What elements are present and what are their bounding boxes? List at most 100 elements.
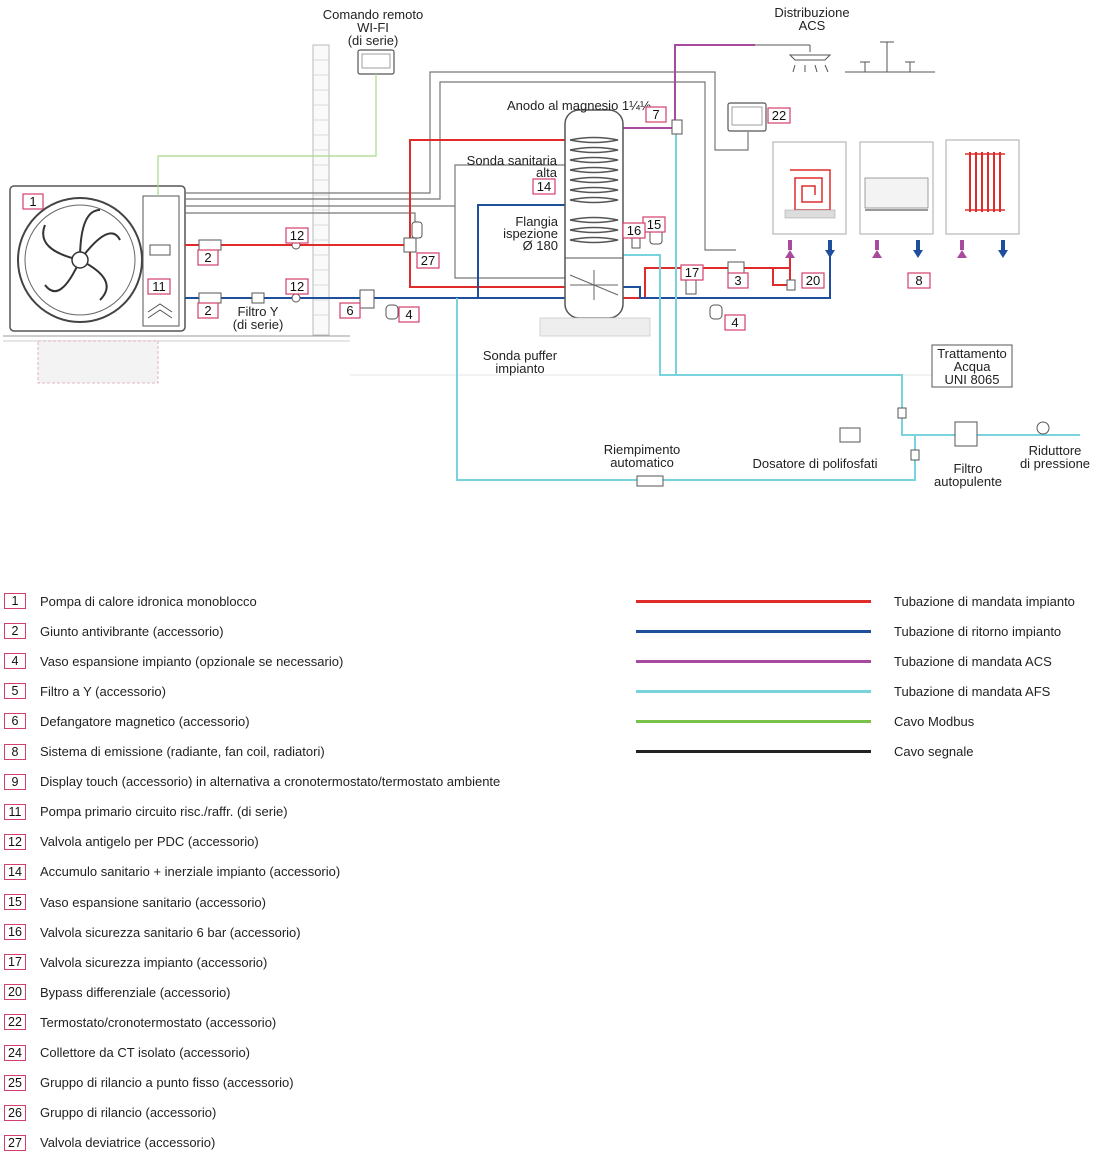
badge-2b: 2	[204, 303, 211, 318]
legend-item-text: Gruppo di rilancio a punto fisso (access…	[40, 1075, 294, 1091]
label-riempimento-2: automatico	[610, 455, 674, 470]
pipe-swatch	[636, 689, 871, 693]
badge-20: 20	[806, 273, 820, 288]
badge-1: 1	[29, 194, 36, 209]
pipe-legend-text: Cavo segnale	[894, 744, 974, 759]
legend-item: 15 Vaso espansione sanitario (accessorio)	[4, 892, 266, 912]
pipe-swatch	[636, 599, 871, 603]
legend-item-number: 14	[4, 863, 26, 880]
badge-17: 17	[685, 265, 699, 280]
legend-item-text: Gruppo di rilancio (accessorio)	[40, 1105, 217, 1121]
legend-item: 16 Valvola sicurezza sanitario 6 bar (acc…	[4, 922, 301, 942]
legend-item-text: Valvola sicurezza impianto (accessorio)	[40, 954, 268, 970]
components	[198, 119, 1050, 487]
pipe-swatch	[636, 629, 871, 633]
label-riduttore-1: Riduttore	[1029, 443, 1082, 458]
legend-item-number: 15	[4, 894, 26, 910]
legend-item-number: 8	[4, 743, 26, 760]
legend-item-text: Defangatore magnetico (accessorio)	[40, 713, 250, 729]
legend-item-text: Valvola sicurezza sanitario 6 bar (acces…	[40, 924, 301, 940]
emission-radiant	[772, 141, 847, 235]
legend-item-text: Vaso espansione impianto (opzionale se n…	[40, 653, 344, 669]
legend-item-text: Giunto antivibrante (accessorio)	[40, 623, 224, 639]
flow-arrows	[785, 240, 1008, 258]
pipe-swatch	[636, 750, 871, 753]
badge-12b: 12	[290, 279, 304, 294]
acs-pipe	[623, 44, 755, 129]
wall	[312, 44, 330, 336]
label-comando-remoto-3: (di serie)	[348, 33, 399, 48]
badge-4b: 4	[731, 315, 738, 330]
badge-27: 27	[421, 253, 435, 268]
foundation	[37, 340, 159, 384]
label-dosatore: Dosatore di polifosfati	[752, 456, 877, 471]
label-sonda-puffer-2: impianto	[495, 361, 544, 376]
label-sonda-puffer-1: Sonda puffer	[483, 348, 558, 363]
legend-item-number: 24	[4, 1044, 26, 1061]
legend-item-text: Bypass differenziale (accessorio)	[40, 984, 231, 1000]
label-filtro-y-1: Filtro Y	[238, 304, 279, 319]
label-filtro-autopulente-1: Filtro	[954, 461, 983, 476]
legend-item-number: 17	[4, 954, 26, 971]
modbus-cable	[157, 74, 377, 196]
label-filtro-y-2: (di serie)	[233, 317, 284, 332]
label-filtro-autopulente-2: autopulente	[934, 474, 1002, 489]
badge-3: 3	[734, 273, 741, 288]
label-comando-remoto-1: Comando remoto	[323, 7, 423, 22]
legend-item-text: Termostato/cronotermostato (accessorio)	[40, 1014, 277, 1030]
pipe-legend-item: Tubazione di mandata ACS	[636, 651, 1052, 671]
pipe-legend-text: Tubazione di mandata AFS	[894, 683, 1051, 699]
pipe-swatch	[636, 719, 871, 723]
badge-8: 8	[915, 273, 922, 288]
label-sonda-sanitaria-2: alta	[536, 165, 558, 180]
legend-item: 27 Valvola deviatrice (accessorio)	[4, 1133, 215, 1153]
treatment-box	[931, 344, 1013, 388]
legend-item-number: 16	[4, 924, 26, 941]
number-badges: 1 2 2 3 4 4 6 7 8 11 12 12 14 15 16 17 2…	[22, 106, 931, 331]
pipe-legend-text: Tubazione di mandata impianto	[894, 593, 1075, 609]
legend-item-number: 26	[4, 1104, 26, 1121]
pipe-legend-text: Tubazione di mandata ACS	[894, 653, 1052, 669]
label-comando-remoto-2: WI-FI	[357, 20, 389, 35]
label-trattamento-1: Trattamento	[937, 346, 1007, 361]
storage-tank	[539, 109, 651, 337]
badge-22: 22	[772, 108, 786, 123]
pipe-legend-item: Tubazione di mandata impianto	[636, 591, 1075, 611]
legend-item-number: 9	[4, 773, 26, 790]
legend-item-number: 4	[4, 653, 26, 670]
legend-item-text: Vaso espansione sanitario (accessorio)	[40, 894, 266, 910]
legend-item: 26 Gruppo di rilancio (accessorio)	[4, 1103, 216, 1123]
badge-4a: 4	[405, 307, 412, 322]
legend-item-text: Valvola antigelo per PDC (accessorio)	[40, 834, 259, 850]
legend-item-text: Collettore da CT isolato (accessorio)	[40, 1045, 251, 1060]
return-pipe-impianto	[185, 204, 831, 299]
legend-item-number: 27	[4, 1134, 26, 1151]
badge-6: 6	[346, 303, 353, 318]
shower-icon	[755, 44, 832, 73]
emission-fancoil	[859, 141, 934, 235]
legend-item: 24 Collettore da CT isolato (accessorio)	[4, 1043, 250, 1063]
pipe-legend-text: Cavo Modbus	[894, 713, 975, 729]
pipe-swatch	[636, 659, 871, 663]
legend-item: 4 Vaso espansione impianto (opzionale se …	[4, 651, 343, 671]
pipe-legend-item: Cavo Modbus	[636, 711, 974, 731]
legend-item-text: Valvola deviatrice (accessorio)	[40, 1135, 216, 1151]
tap-icon	[845, 41, 935, 73]
label-anodo: Anodo al magnesio 1¼½	[507, 98, 651, 113]
legend-item-number: 12	[4, 833, 26, 850]
legend-item-number: 20	[4, 984, 26, 1001]
legend-item: 20 Bypass differenziale (accessorio)	[4, 982, 231, 1002]
label-trattamento-3: UNI 8065	[945, 372, 1000, 387]
badge-16: 16	[627, 223, 641, 238]
pipe-legend-item: Tubazione di mandata AFS	[636, 681, 1050, 701]
